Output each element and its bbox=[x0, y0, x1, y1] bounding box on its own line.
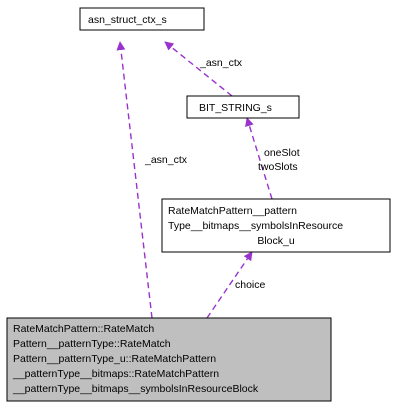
node-symbols-block-line-1: RateMatchPattern__pattern bbox=[168, 205, 297, 217]
edge-symbols-block-to-bit-string bbox=[245, 117, 273, 200]
node-asn-struct-ctx[interactable]: asn_struct_ctx_s bbox=[79, 7, 205, 31]
edge-focus-to-symbols-block bbox=[206, 251, 253, 319]
node-focus-line-5: __patternType__bitmaps__symbolsInResourc… bbox=[12, 383, 259, 395]
node-symbols-block-line-2: Type__bitmaps__symbolsInResource bbox=[168, 220, 343, 232]
edge-label-one-slot: oneSlot bbox=[264, 147, 300, 159]
edge-focus-to-asn-struct-ctx bbox=[116, 41, 153, 319]
node-asn-struct-ctx-label: asn_struct_ctx_s bbox=[88, 14, 167, 26]
edge-bit-string-to-asn-struct-ctx bbox=[164, 41, 233, 97]
node-focus-line-2: Pattern__patternType::RateMatch bbox=[13, 338, 171, 350]
edge-label-choice: choice bbox=[235, 279, 266, 291]
node-focus-line-3: Pattern__patternType_u::RateMatchPattern bbox=[13, 353, 216, 365]
node-asn-struct-ctx-box bbox=[79, 7, 205, 31]
node-focus-line-4: __patternType__bitmaps::RateMatchPattern bbox=[12, 368, 219, 380]
node-symbols-block[interactable]: RateMatchPattern__pattern Type__bitmaps_… bbox=[161, 198, 391, 253]
edge-label-asn-ctx-lower: _asn_ctx bbox=[144, 154, 188, 166]
node-focus-line-1: RateMatchPattern::RateMatch bbox=[13, 323, 154, 335]
edge-label-asn-ctx-upper: _asn_ctx bbox=[199, 57, 243, 69]
node-bit-string-box bbox=[186, 95, 300, 119]
node-bit-string-label: BIT_STRING_s bbox=[199, 102, 272, 114]
edge-label-two-slots: twoSlots bbox=[258, 161, 298, 173]
node-focus[interactable]: RateMatchPattern::RateMatch Pattern__pat… bbox=[6, 317, 332, 402]
node-bit-string[interactable]: BIT_STRING_s bbox=[186, 95, 300, 119]
node-symbols-block-line-3: Block_u bbox=[257, 235, 295, 247]
node-symbols-block-box bbox=[161, 198, 391, 253]
node-focus-box bbox=[6, 317, 332, 402]
